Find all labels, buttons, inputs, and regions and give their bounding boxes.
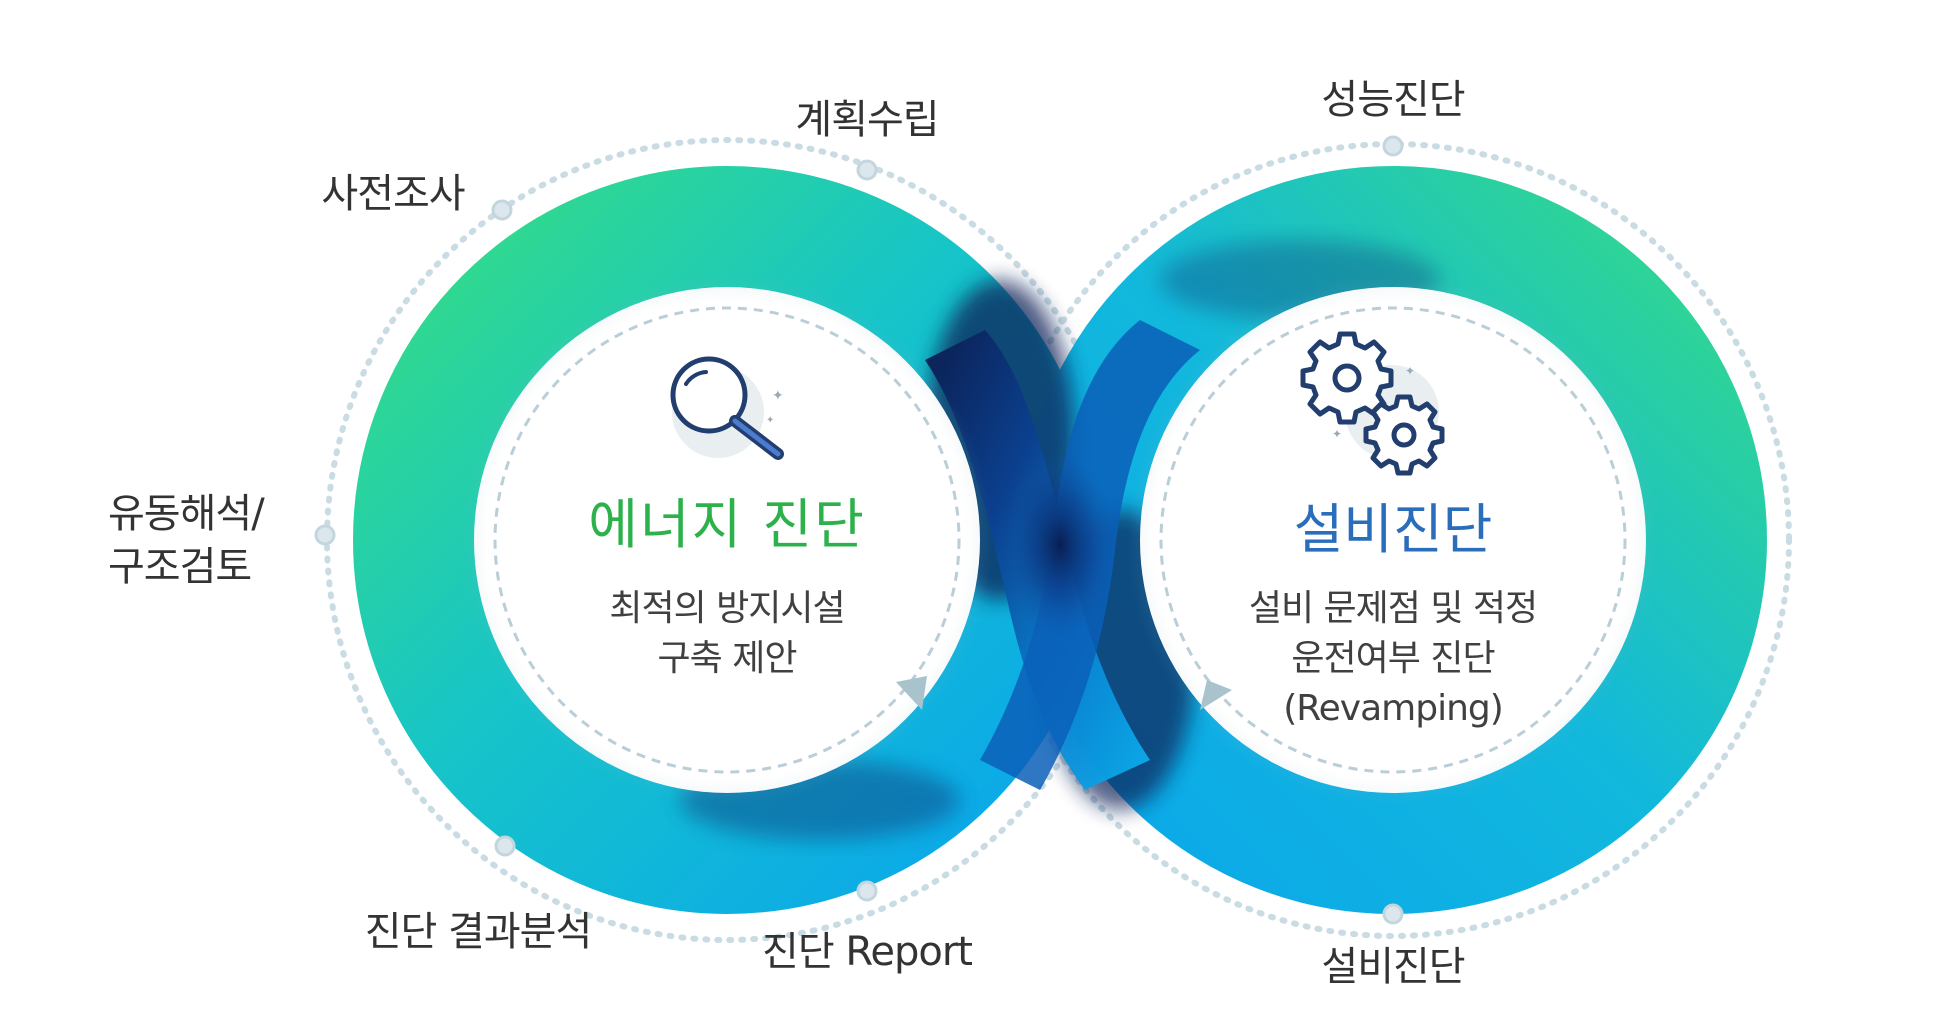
left-inner-disc xyxy=(474,287,980,793)
svg-text:✦: ✦ xyxy=(772,388,784,404)
step-report: 진단 Report xyxy=(762,929,972,975)
svg-text:✦: ✦ xyxy=(766,415,774,426)
right-desc-line3: (Revamping) xyxy=(1283,688,1503,729)
magnifier-icon: ✦ ✦ xyxy=(670,356,784,460)
dot-survey xyxy=(491,199,513,221)
step-planning: 계획수립 xyxy=(795,97,938,143)
dot-performance xyxy=(1382,135,1404,157)
left-desc-line1: 최적의 방지시설 xyxy=(609,588,844,629)
dot-report xyxy=(856,880,878,902)
dot-equipment xyxy=(1382,903,1404,925)
dot-flow xyxy=(314,524,336,546)
left-inner-shadow xyxy=(472,285,982,795)
right-title: 설비진단 xyxy=(1294,498,1493,561)
crossing-core xyxy=(1005,450,1115,640)
left-inner-dashed-loop xyxy=(493,306,961,774)
right-inner-shadow xyxy=(1138,285,1648,795)
svg-text:✦: ✦ xyxy=(1405,364,1415,378)
right-inner-dashed-loop xyxy=(1159,306,1627,774)
track-dots xyxy=(314,135,1404,925)
step-performance: 성능진단 xyxy=(1321,77,1464,123)
step-flow-line2: 구조검토 xyxy=(108,544,251,590)
step-result-analysis: 진단 결과분석 xyxy=(365,909,592,955)
step-flow-line1: 유동해석/ xyxy=(108,491,265,537)
gears-icon: ✦ ✦ xyxy=(1300,331,1445,476)
right-inner-disc xyxy=(1140,287,1646,793)
left-loop-arrowhead xyxy=(896,676,927,710)
step-survey: 사전조사 xyxy=(321,171,464,217)
right-outer-track xyxy=(994,141,1792,939)
left-title: 에너지 진단 xyxy=(588,493,866,556)
dot-result xyxy=(494,835,516,857)
right-desc-line1: 설비 문제점 및 적정 xyxy=(1249,588,1537,629)
right-loop-arrowhead xyxy=(1200,680,1232,710)
left-desc-line2: 구축 제안 xyxy=(658,638,797,679)
svg-text:✦: ✦ xyxy=(1332,427,1342,441)
step-equipment: 설비진단 xyxy=(1321,944,1464,990)
right-desc-line2: 운전여부 진단 xyxy=(1291,638,1494,679)
dot-planning xyxy=(856,159,878,181)
